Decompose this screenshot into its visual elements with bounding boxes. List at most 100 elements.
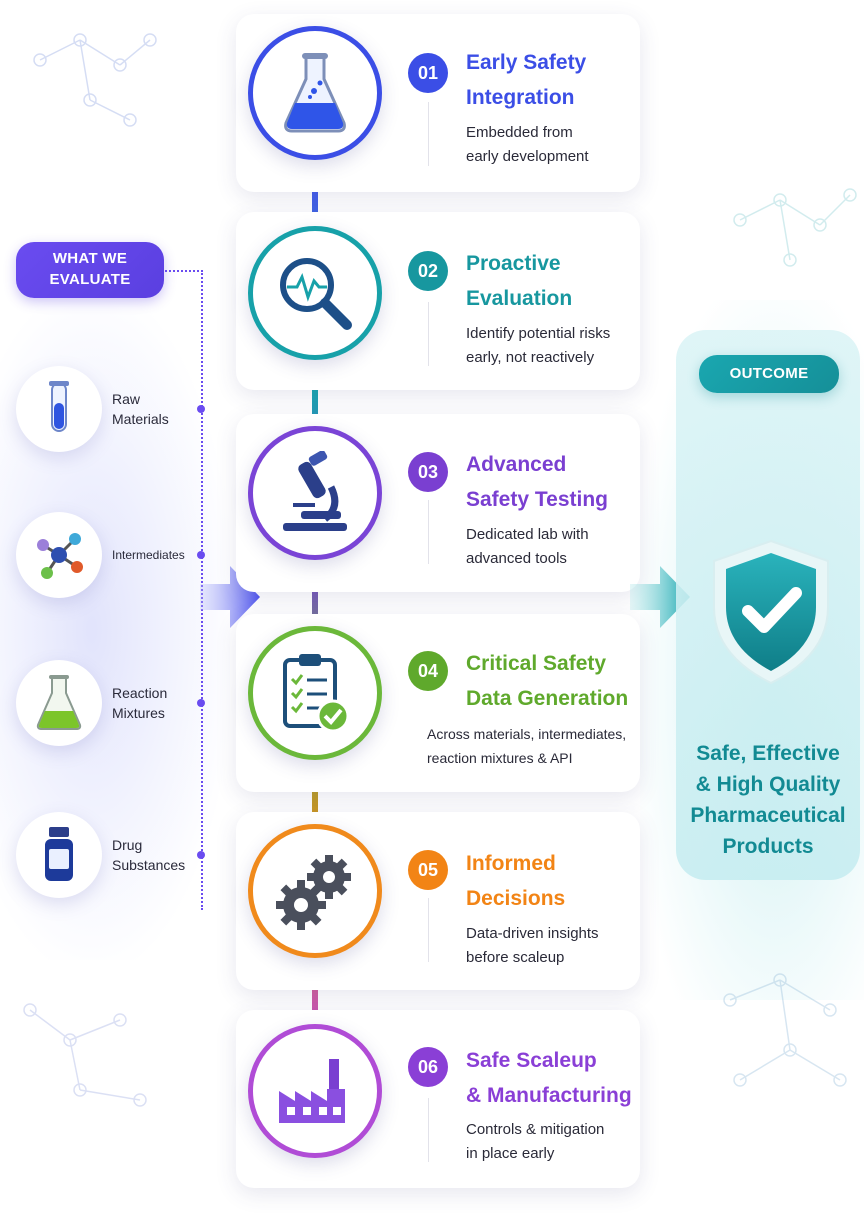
microscope-icon <box>283 451 347 531</box>
desc-line: Across materials, intermediates, <box>427 726 627 742</box>
step-icon-circle <box>248 26 382 160</box>
title-line: Safety Testing <box>466 488 608 511</box>
what-we-evaluate-badge: WHAT WE EVALUATE <box>16 242 164 298</box>
eval-item-intermediates: Intermediates <box>16 512 216 602</box>
step-description: Identify potential risks early, not react… <box>466 322 636 370</box>
step-icon-circle <box>248 226 382 360</box>
test-tube-icon <box>49 381 69 432</box>
outcome-line: Safe, Effective <box>696 742 840 765</box>
title-line: Advanced <box>466 453 567 476</box>
eval-icon-circle <box>16 812 102 898</box>
title-line: Safe Scaleup <box>466 1049 597 1072</box>
title-line: Integration <box>466 86 575 109</box>
connector-dot <box>197 405 205 413</box>
desc-line: advanced tools <box>466 550 567 567</box>
title-line: Proactive <box>466 252 561 275</box>
label-line: Materials <box>112 411 169 427</box>
step-icon-circle <box>248 824 382 958</box>
desc-line: Data-driven insights <box>466 925 599 942</box>
step-divider <box>428 500 429 564</box>
molecule-decoration-icon <box>33 33 157 127</box>
molecule-icon <box>37 533 83 579</box>
eval-icon-circle <box>16 660 102 746</box>
clipboard-icon <box>283 654 350 733</box>
label-line: Drug <box>112 837 143 853</box>
gears-icon <box>276 855 351 930</box>
step-number-badge: 01 <box>408 53 448 93</box>
label-line: Substances <box>112 857 186 873</box>
label-line: Mixtures <box>112 705 165 721</box>
desc-line: early development <box>466 148 589 165</box>
step-icon-circle <box>248 426 382 560</box>
step-divider <box>428 898 429 962</box>
step-number-badge: 04 <box>408 651 448 691</box>
desc-line: Embedded from <box>466 124 573 141</box>
desc-line: Identify potential risks <box>466 325 611 342</box>
badge-line: WHAT WE <box>52 250 128 267</box>
magnifier-icon <box>280 258 352 330</box>
badge-line: EVALUATE <box>49 271 131 288</box>
desc-line: reaction mixtures & API <box>427 750 573 766</box>
step-divider <box>428 302 429 366</box>
step-description: Across materials, intermediates, reaction… <box>427 722 639 770</box>
flask-icon <box>284 53 346 133</box>
molecule-decoration-icon <box>723 973 847 1087</box>
arrow-right-icon <box>630 566 690 628</box>
title-line: Informed <box>466 852 556 875</box>
eval-icon-circle <box>16 512 102 598</box>
title-line: Early Safety <box>466 51 587 74</box>
molecule-decoration-icon <box>23 1003 147 1107</box>
shield-check-icon <box>713 539 829 685</box>
connector-dot <box>197 699 205 707</box>
step-number-badge: 06 <box>408 1047 448 1087</box>
desc-line: early, not reactively <box>466 349 595 366</box>
eval-icon-circle <box>16 366 102 452</box>
title-line: Evaluation <box>466 287 573 310</box>
step-description: Embedded from early development <box>466 121 636 169</box>
connector-dot <box>197 551 205 559</box>
outcome-line: & High Quality <box>695 773 841 796</box>
label-line: Intermediates <box>112 548 185 562</box>
step-divider <box>428 102 429 166</box>
step-number-badge: 03 <box>408 452 448 492</box>
desc-line: Controls & mitigation <box>466 1121 605 1138</box>
molecule-decoration-icon <box>733 188 857 267</box>
eval-label: Intermediates <box>112 512 212 598</box>
title-line: Critical Safety <box>466 652 607 675</box>
title-line: Decisions <box>466 887 566 910</box>
vial-icon <box>45 827 73 881</box>
timeline-spine <box>312 170 318 1050</box>
outcome-badge: OUTCOME <box>699 355 839 393</box>
step-icon-circle <box>248 626 382 760</box>
step-icon-circle <box>248 1024 382 1158</box>
step-description: Controls & mitigation in place early <box>466 1118 636 1166</box>
step-title: Safe Scaleup & Manufacturing <box>466 1043 636 1113</box>
outcome-line: Products <box>722 835 814 858</box>
outcome-line: Pharmaceutical <box>690 804 846 827</box>
title-line: Data Generation <box>466 687 629 710</box>
label-line: Raw <box>112 391 141 407</box>
desc-line: in place early <box>466 1145 555 1162</box>
step-number-badge: 05 <box>408 850 448 890</box>
label-line: Reaction <box>112 685 168 701</box>
flask-icon <box>36 675 82 730</box>
desc-line: before scaleup <box>466 949 565 966</box>
step-divider <box>428 1098 429 1162</box>
factory-icon <box>279 1059 345 1123</box>
step-number-badge: 02 <box>408 251 448 291</box>
title-line: & Manufacturing <box>466 1084 632 1107</box>
step-description: Data-driven insights before scaleup <box>466 922 636 970</box>
connector-dot <box>197 851 205 859</box>
